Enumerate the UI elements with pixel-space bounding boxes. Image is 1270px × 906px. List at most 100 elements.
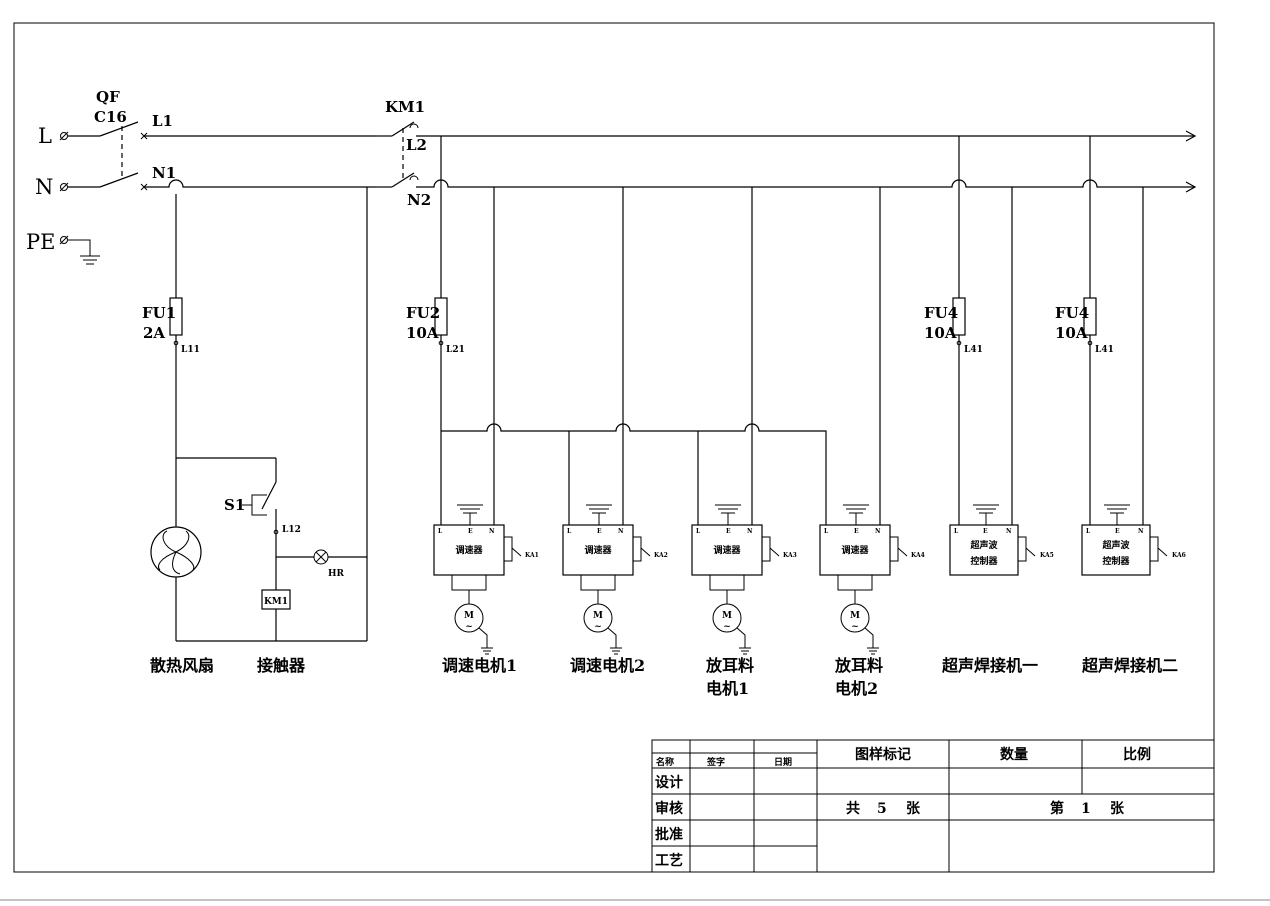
tb-sheet-unit2: 张 xyxy=(1110,801,1125,817)
caption-motor2: 调速电机2 xyxy=(570,656,645,675)
unit-label-line2: 控制器 xyxy=(970,555,998,567)
node-n2-label: N2 xyxy=(407,191,431,209)
unit-label-line1: 超声波 xyxy=(1101,539,1130,551)
breaker-name: QF xyxy=(96,88,120,106)
motor-letter: M xyxy=(722,611,732,621)
welder-2: FU4 10A L41 L E N 超声波 控制器 KA6 超声焊接机二 xyxy=(1055,136,1186,675)
node-l1-label: L1 xyxy=(152,112,173,130)
ground-icon xyxy=(867,647,879,655)
breaker-rating: C16 xyxy=(94,108,127,126)
terminal-letter: L xyxy=(1086,528,1091,535)
fuse-fu1-name: FU1 xyxy=(142,304,176,322)
tb-name: 名称 xyxy=(656,756,674,768)
lamp-hr-icon xyxy=(313,549,329,565)
fuse-fu1-rating: 2A xyxy=(143,324,165,342)
relay-label: KA4 xyxy=(911,552,925,559)
terminal-l-label: L xyxy=(38,124,52,148)
ground-icon xyxy=(973,504,999,525)
terminal-letter: N xyxy=(1006,528,1012,535)
node-n1-label: N1 xyxy=(152,164,176,182)
ground-icon xyxy=(739,647,751,655)
node-l21-label: L21 xyxy=(446,345,465,355)
relay-label: KA1 xyxy=(525,552,539,559)
supply-terminals: L N PE xyxy=(26,124,100,265)
output-bus xyxy=(416,130,1197,193)
motor-letter: M xyxy=(850,611,860,621)
title-block: 名称 签字 日期 设计 审核 批准 工艺 图样标记 数量 比例 共 5 张 第 … xyxy=(651,739,1215,873)
terminal-letter: L xyxy=(954,528,959,535)
unit-label: 调速器 xyxy=(455,544,483,556)
tb-signature: 签字 xyxy=(706,756,725,768)
speed-controller-1: L E N 调速器 KA1 M ~ 调速电机1 xyxy=(433,504,539,675)
motor-wave: ~ xyxy=(723,622,731,632)
motor-wave: ~ xyxy=(465,622,473,632)
terminal-pe-label: PE xyxy=(26,230,55,254)
breaker-terminal-mark xyxy=(140,132,148,191)
caption-motor4-line1: 放耳料 xyxy=(834,656,883,675)
terminal-letter: N xyxy=(1138,528,1144,535)
motor-branch-feed: FU2 10A L21 xyxy=(406,136,881,525)
caption-weld1: 超声焊接机一 xyxy=(941,656,1038,675)
tb-sheet-unit: 张 xyxy=(906,801,921,817)
terminal-n-label: N xyxy=(35,175,53,199)
node-l41-label: L41 xyxy=(1095,345,1114,355)
terminal-letter: E xyxy=(468,528,473,535)
ground-icon xyxy=(1104,504,1130,525)
coil-km1-label: KM1 xyxy=(264,597,288,607)
caption-motor3-line1: 放耳料 xyxy=(705,656,754,675)
fuse-fu2-rating: 10A xyxy=(406,324,439,342)
tb-review: 审核 xyxy=(655,800,683,817)
caption-fan: 散热风扇 xyxy=(150,656,214,675)
lamp-hr-label: HR xyxy=(328,569,345,579)
tb-date: 日期 xyxy=(774,756,792,768)
terminal-letter: L xyxy=(438,528,443,535)
switch-s1-label: S1 xyxy=(224,496,245,514)
fuse-fu4-rating: 10A xyxy=(1055,324,1088,342)
main-bus xyxy=(144,135,376,188)
caption-weld2: 超声焊接机二 xyxy=(1081,656,1178,675)
terminal-n-icon xyxy=(59,182,69,192)
fuse-fu4-name: FU4 xyxy=(924,304,958,322)
node-l11-label: L11 xyxy=(181,345,200,355)
terminal-letter: N xyxy=(875,528,881,535)
terminal-letter: E xyxy=(983,528,988,535)
unit-label-line2: 控制器 xyxy=(1102,555,1130,567)
tb-scale: 比例 xyxy=(1123,746,1151,763)
motor-letter: M xyxy=(593,611,603,621)
terminal-letter: N xyxy=(489,528,495,535)
fuse-fu2-name: FU2 xyxy=(406,304,440,322)
tb-process: 工艺 xyxy=(655,852,683,869)
relay-label: KA3 xyxy=(783,552,797,559)
node-l12-label: L12 xyxy=(282,525,301,535)
caption-motor3-line2: 电机1 xyxy=(706,679,749,698)
terminal-letter: L xyxy=(696,528,701,535)
relay-label: KA6 xyxy=(1172,552,1186,559)
speed-controller-2: L E N 调速器 KA2 M ~ 调速电机2 xyxy=(562,504,668,675)
terminal-letter: N xyxy=(618,528,624,535)
ground-icon xyxy=(457,504,483,525)
welder-1: FU4 10A L41 L E N 超声波 控制器 KA5 超声焊接机一 xyxy=(924,136,1054,675)
ground-icon xyxy=(586,504,612,525)
terminal-letter: L xyxy=(567,528,572,535)
tb-approve: 批准 xyxy=(655,826,683,843)
terminal-letter: E xyxy=(597,528,602,535)
caption-contactor: 接触器 xyxy=(257,656,306,675)
breaker-qf: QF C16 L1 N1 xyxy=(68,88,176,191)
caption-motor4-line2: 电机2 xyxy=(835,679,878,698)
tb-total-count: 5 xyxy=(877,801,887,817)
contactor-main-name: KM1 xyxy=(385,98,425,116)
node-l2-label: L2 xyxy=(406,136,427,154)
unit-label: 调速器 xyxy=(841,544,869,556)
tb-drawing-mark: 图样标记 xyxy=(855,746,911,763)
caption-motor1: 调速电机1 xyxy=(442,656,517,675)
tb-sheet-label: 第 xyxy=(1050,800,1064,817)
ground-icon xyxy=(481,647,493,655)
terminal-letter: E xyxy=(726,528,731,535)
contactor-km1-main: KM1 L2 N2 xyxy=(376,98,431,209)
speed-controller-4: L E N 调速器 KA4 M ~ 放耳料 电机2 xyxy=(819,504,925,698)
speed-controller-3: L E N 调速器 KA3 M ~ 放耳料 电机1 xyxy=(691,504,797,698)
ground-icon xyxy=(80,255,100,265)
tb-total-label: 共 xyxy=(846,800,860,817)
motor-letter: M xyxy=(464,611,474,621)
